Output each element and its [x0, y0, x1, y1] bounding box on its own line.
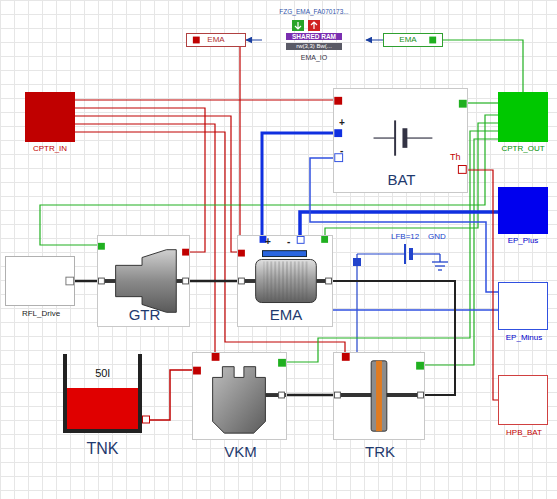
electric-machine-block: EMA [237, 235, 333, 327]
signal-wire [468, 170, 498, 400]
signal-wire [75, 99, 333, 100]
terminal-label: + [339, 117, 345, 128]
signal-wire [366, 40, 383, 41]
shared-ram-block: FZG_EMA_FA070173... SHARED RAM rw(3,3) Bw(… [262, 8, 366, 70]
signal-wire [333, 309, 498, 311]
block-label: VKM [193, 443, 288, 460]
block-label: EMA [238, 306, 334, 323]
signal-wire [246, 40, 262, 41]
block-label: EP_Plus [483, 236, 557, 245]
signal-wire [468, 102, 498, 103]
output-port: CPTR_OUT [498, 92, 548, 142]
signal-wire [262, 133, 333, 235]
terminal-label: - [340, 145, 343, 156]
block-illustration [55, 350, 150, 438]
electric-port: EP_Plus [498, 187, 548, 234]
block-label: EMA [199, 35, 233, 44]
block-label: SHARED RAM [286, 33, 342, 40]
terminal-label: + [265, 236, 271, 247]
block-label: 50l [65, 367, 140, 380]
block-label: RFL_Drive [1, 309, 81, 318]
ground-symbol [432, 254, 448, 270]
signal-wire [75, 116, 237, 252]
signal-io-box: EMA [186, 33, 246, 47]
block-label: rw(3,3) Bw(... [286, 43, 342, 50]
signal-wire [300, 212, 498, 235]
block-label: CPTR_OUT [483, 144, 557, 153]
block-label: EP_Minus [484, 333, 557, 342]
battery-block: BAT [333, 88, 468, 193]
block-label: HPB_BAT [484, 428, 557, 437]
block-label: GTR [98, 306, 191, 323]
block-illustration [6, 257, 74, 305]
terminal-label: - [287, 236, 290, 247]
block-illustration [193, 353, 286, 439]
signal-wire [75, 132, 345, 352]
block-label: EMA_IO [286, 54, 342, 62]
terminal-label: Th [450, 153, 461, 163]
block-label: BAT [334, 171, 469, 188]
block-label: FZG_EMA_FA070173... [262, 8, 366, 15]
block-illustration [334, 353, 424, 439]
terminal-label: GND [428, 233, 446, 242]
terminal-label: LFB=12 [391, 233, 419, 242]
drive-port: RFL_Drive [5, 256, 75, 306]
block-label: CPTR_IN [10, 144, 90, 153]
fuel-tank: 50lTNK [55, 350, 150, 438]
signal-wire [239, 47, 240, 235]
signal-wire [443, 40, 523, 92]
clutch-block: TRK [333, 352, 425, 440]
signal-wire [75, 124, 215, 352]
signal-wire [150, 370, 192, 420]
lfb-battery-symbol [353, 244, 440, 352]
block-label: TNK [55, 440, 150, 458]
signal-wire [287, 394, 333, 397]
engine-block: VKM [192, 352, 287, 440]
block-label: TRK [334, 443, 426, 460]
heat-port: HPB_BAT [498, 375, 548, 425]
electric-port: EP_Minus [498, 282, 548, 330]
input-port: CPTR_IN [25, 92, 75, 142]
gearbox-block: GTR [97, 235, 190, 327]
block-label: EMA [388, 35, 428, 44]
signal-wire [190, 280, 237, 283]
signal-wire [75, 108, 205, 252]
signal-io-box: EMA [383, 33, 443, 47]
signal-wire [75, 280, 97, 283]
